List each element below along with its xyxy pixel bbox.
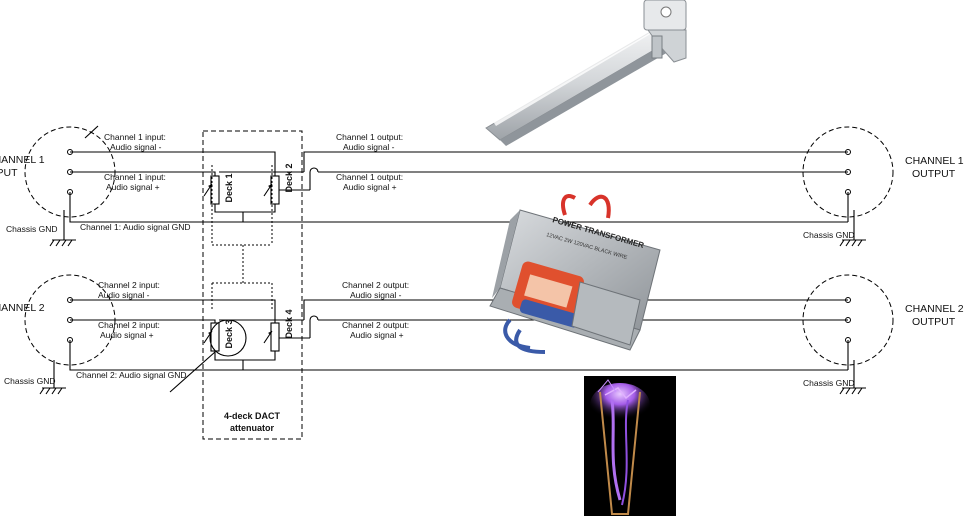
attenuator-label-line2: attenuator [230,423,275,433]
ch2-in-plus-l1: Channel 2 input: [98,320,160,330]
chassis-gnd-symbol [839,360,866,395]
right-channel-1-line1: CHANNEL 1 [905,155,964,167]
right-channel-2-line2: OUTPUT [912,316,956,328]
ch1-gnd-label: Channel 1: Audio signal GND [80,222,191,232]
deck-3-label: Deck 3 [224,319,234,348]
left-channel-2-label: CHANNEL 2 [0,302,45,314]
ch2-in-minus-l2: Audio signal - [98,290,150,300]
chassis-gnd-label-r1: Chassis GND [803,230,854,240]
ch2-gnd-label: Channel 2: Audio signal GND [76,370,187,380]
ch2-out-minus-l2: Audio signal - [350,290,402,300]
ch2-in-minus-l1: Channel 2 input: [98,280,160,290]
ch2-out-plus-l1: Channel 2 output: [342,320,409,330]
ch1-wiring [69,151,849,223]
chassis-gnd-symbol [39,360,66,395]
left-channel-1-label: CHANNEL 1 [0,154,45,166]
chassis-gnd-label-l2: Chassis GND [4,376,55,386]
attenuator-label-line1: 4-deck DACT [224,411,281,421]
attenuator-box [202,130,303,440]
chassis-gnd-symbol [49,210,76,247]
ch1-out-minus-l1: Channel 1 output: [336,132,403,142]
right-channel-1-line2: OUTPUT [912,168,956,180]
ch2-out-minus-l1: Channel 2 output: [342,280,409,290]
ch1-in-minus-l2: Audio signal - [110,142,162,152]
plasma-tube-icon [584,376,676,516]
ch1-in-plus-l1: Channel 1 input: [104,172,166,182]
ch1-in-plus-l2: Audio signal + [106,182,160,192]
ch2-wiring [69,299,849,393]
chassis-gnd-label-l1: Chassis GND [6,224,57,234]
chassis-gnd-label-r2: Chassis GND [803,378,854,388]
deck-linkage [211,165,273,310]
ch1-in-minus-l1: Channel 1 input: [104,132,166,142]
deck-1-label: Deck 1 [224,173,234,202]
left-channel-1-suffix: INPUT [0,167,18,179]
ch1-out-minus-l2: Audio signal - [343,142,395,152]
right-channel-2-line1: CHANNEL 2 [905,303,964,315]
fluorescent-fixture-icon [485,0,687,146]
deck-2-label: Deck 2 [284,163,294,192]
ch1-out-plus-l2: Audio signal + [343,182,397,192]
chassis-gnd-symbol [839,210,866,247]
deck-4-label: Deck 4 [284,309,294,338]
ch2-in-plus-l2: Audio signal + [100,330,154,340]
power-transformer-icon: POWER TRANSFORMER 12VAC 2W 120VAC BLACK … [489,194,661,354]
ch2-out-plus-l2: Audio signal + [350,330,404,340]
ch1-out-plus-l1: Channel 1 output: [336,172,403,182]
